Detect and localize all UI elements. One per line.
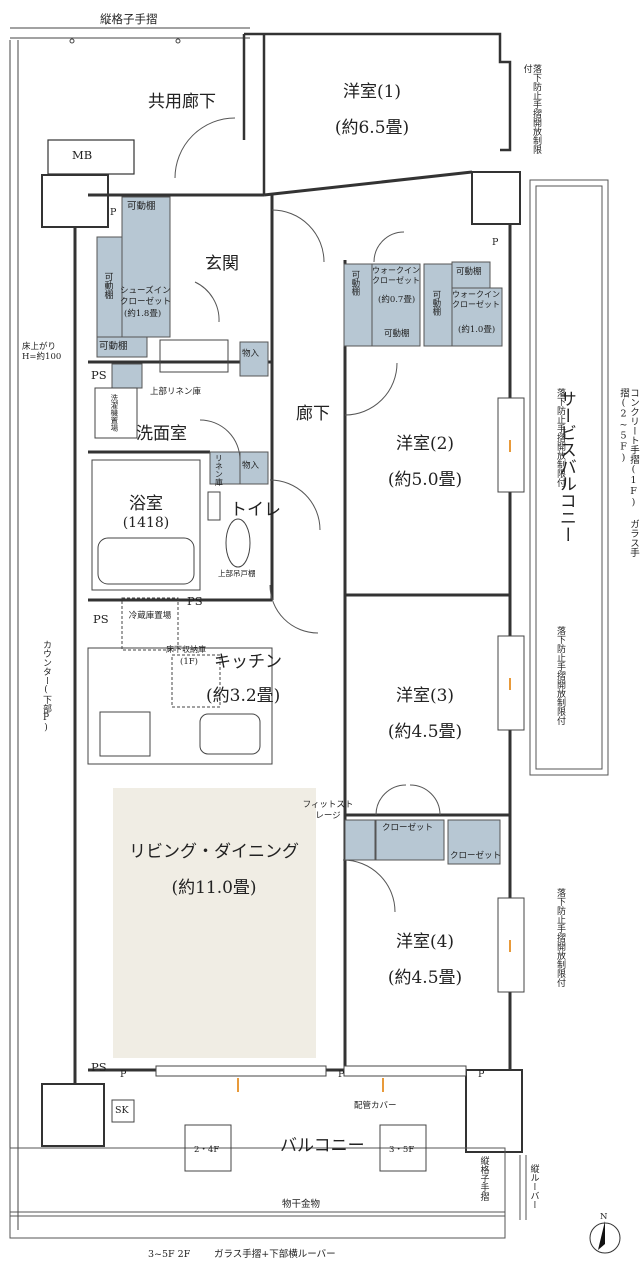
north-arrow-icon <box>589 1221 621 1254</box>
ps-3: PS <box>93 612 109 626</box>
fridge-label: 冷蔵庫置場 <box>128 611 172 621</box>
top-railing-label: 縦格子手摺 <box>100 12 158 26</box>
entrance-label: 玄関 <box>205 254 239 274</box>
window-note-4: 落下防止手摺開放制限付 <box>555 888 565 987</box>
washer-label: 洗濯機置場 <box>109 394 119 432</box>
storage-1: 物入 <box>242 349 260 359</box>
pipe-cover-label: 配管カバー <box>354 1101 397 1111</box>
western-room-4-size: (約4.5畳) <box>387 968 463 988</box>
closet-1-label: クローゼット <box>382 823 434 833</box>
shoes-closet-size: (約1.8畳) <box>124 309 162 319</box>
walkin-1-label: ウォークインクローゼット <box>372 266 420 285</box>
movable-shelf-3: 可動棚 <box>99 341 128 352</box>
linen-label: リネン庫 <box>214 454 224 486</box>
upper-shelf-label: 上部吊戸棚 <box>218 569 256 578</box>
mb-label: MB <box>72 148 93 162</box>
closet-2-label: クローゼット <box>450 851 502 861</box>
living-dining-size: (約11.0畳) <box>171 878 257 898</box>
western-room-1-name: 洋室(1) <box>342 82 402 102</box>
window-note-1: 落下防止手摺開放制限付 <box>521 64 541 154</box>
vertical-louver-label: 縦ルーバー <box>528 1164 539 1209</box>
bath-size: (1418) <box>122 515 170 531</box>
western-room-2-name: 洋室(2) <box>395 434 455 454</box>
washroom-label: 洗面室 <box>136 424 187 444</box>
vertical-rail-label: 縦格子手摺 <box>478 1156 489 1201</box>
ps-4: PS <box>91 1060 107 1074</box>
drying-hardware-label: 物干金物 <box>282 1199 321 1210</box>
p-5: P <box>478 1069 485 1080</box>
balcony-label: バルコニー <box>280 1136 365 1156</box>
counter-label: カウンター(下部P) <box>41 640 51 733</box>
living-dining-label: リビング・ダイニング <box>129 842 299 862</box>
floor-raise-height: H=約100 <box>22 352 62 362</box>
storage-2: 物入 <box>242 461 260 471</box>
upper-linen-label: 上部リネン庫 <box>150 387 202 397</box>
walkin-2-shelf-top: 可動棚 <box>456 267 482 277</box>
floor-storage-note: (1F) <box>180 657 198 667</box>
p-3: P <box>120 1069 127 1080</box>
movable-shelf-2: 可動棚 <box>102 272 113 299</box>
western-room-3-name: 洋室(3) <box>395 686 455 706</box>
service-balcony-label: サービスバルコニー <box>555 390 576 543</box>
ps-2: PS <box>187 594 203 608</box>
sk-label: SK <box>115 1105 129 1116</box>
toilet-label: トイレ <box>230 500 281 520</box>
western-room-1-size: (約6.5畳) <box>334 118 410 138</box>
western-room-4-name: 洋室(4) <box>395 932 455 952</box>
right-railing-label: コンクリート手摺(1F) ガラス手摺(2~5F) <box>618 388 639 557</box>
p-1: P <box>110 207 117 218</box>
walkin-2-label: ウォークインクローゼット <box>452 290 500 309</box>
bottom-rail-floors: 3~5F 2F <box>148 1249 191 1260</box>
walkin-2-size: (約1.0畳) <box>458 325 496 335</box>
p-4: P <box>338 1069 345 1080</box>
aircon-2-label: 3・5F <box>389 1145 415 1155</box>
window-note-3: 落下防止手摺開放制限付 <box>555 626 565 725</box>
shoes-closet-label: シューズインクローゼット <box>120 286 172 308</box>
p-2: P <box>492 237 499 248</box>
movable-shelf-1: 可動棚 <box>127 201 156 212</box>
kitchen-label: キッチン <box>214 652 282 672</box>
walkin-1-shelf: 可動棚 <box>349 270 360 296</box>
window-note-2: 落下防止手摺開放制限付 <box>555 388 565 487</box>
walkin-1-shelf-bottom: 可動棚 <box>384 329 410 339</box>
bottom-rail-label: ガラス手摺+下部横ルーバー <box>214 1249 336 1260</box>
common-corridor-label: 共用廊下 <box>148 92 216 112</box>
fit-storage-label: フィットストレージ <box>302 800 354 821</box>
bath-label: 浴室 <box>129 494 163 514</box>
western-room-3-size: (約4.5畳) <box>387 722 463 742</box>
walkin-1-size: (約0.7畳) <box>378 295 416 305</box>
ps-1: PS <box>91 368 107 382</box>
hallway-label: 廊下 <box>296 404 330 424</box>
western-room-2-size: (約5.0畳) <box>387 470 463 490</box>
kitchen-size: (約3.2畳) <box>206 686 281 706</box>
aircon-1-label: 2・4F <box>194 1145 220 1155</box>
north-label: N <box>600 1212 608 1222</box>
walkin-2-shelf: 可動棚 <box>430 290 441 316</box>
floor-storage-label: 床下収納庫 <box>166 645 206 654</box>
floor-raise-label: 床上がり <box>22 342 57 352</box>
